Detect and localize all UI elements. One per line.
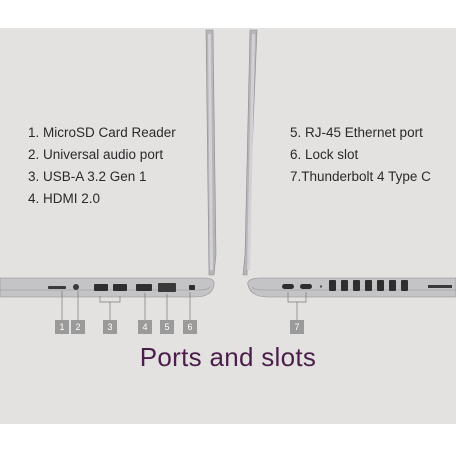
page-title: Ports and slots [139,342,317,372]
thunderbolt-port-1-shape [282,284,294,289]
usb-a-port-2-shape [113,284,127,291]
port-item-usb-a: 3. USB-A 3.2 Gen 1 [28,169,147,184]
rj45-port-shape [158,283,176,292]
lock-slot-shape [189,285,195,290]
vent-grille-shape [329,280,408,291]
callout-4: 4 [138,320,152,334]
port-item-rj45: 5. RJ-45 Ethernet port [290,125,423,140]
callout-1: 1 [55,320,69,334]
port-item-hdmi: 4. HDMI 2.0 [28,191,101,206]
port-list-right: 5. RJ-45 Ethernet port 6. Lock slot 7.Th… [290,122,431,188]
thunderbolt-port-2-shape [300,284,312,289]
port-item-lock-slot: 6. Lock slot [290,147,359,162]
right-laptop-side [242,29,456,320]
product-image-panel [0,28,456,424]
port-item-microsd: 1. MicroSD Card Reader [28,125,176,140]
audio-jack-shape [73,284,79,290]
microsd-slot-shape [48,286,66,289]
port-item-thunderbolt: 7.Thunderbolt 4 Type C [290,169,431,184]
hdmi-port-shape [136,284,152,291]
port-item-audio: 2. Universal audio port [28,147,164,162]
callout-2: 2 [71,320,85,334]
usb-a-port-1-shape [94,284,108,291]
callout-3: 3 [103,320,117,334]
callout-6: 6 [183,320,197,334]
callout-7: 7 [290,320,304,334]
left-laptop-side [0,29,217,320]
port-list-left: 1. MicroSD Card Reader 2. Universal audi… [28,122,176,210]
callout-5: 5 [160,320,174,334]
